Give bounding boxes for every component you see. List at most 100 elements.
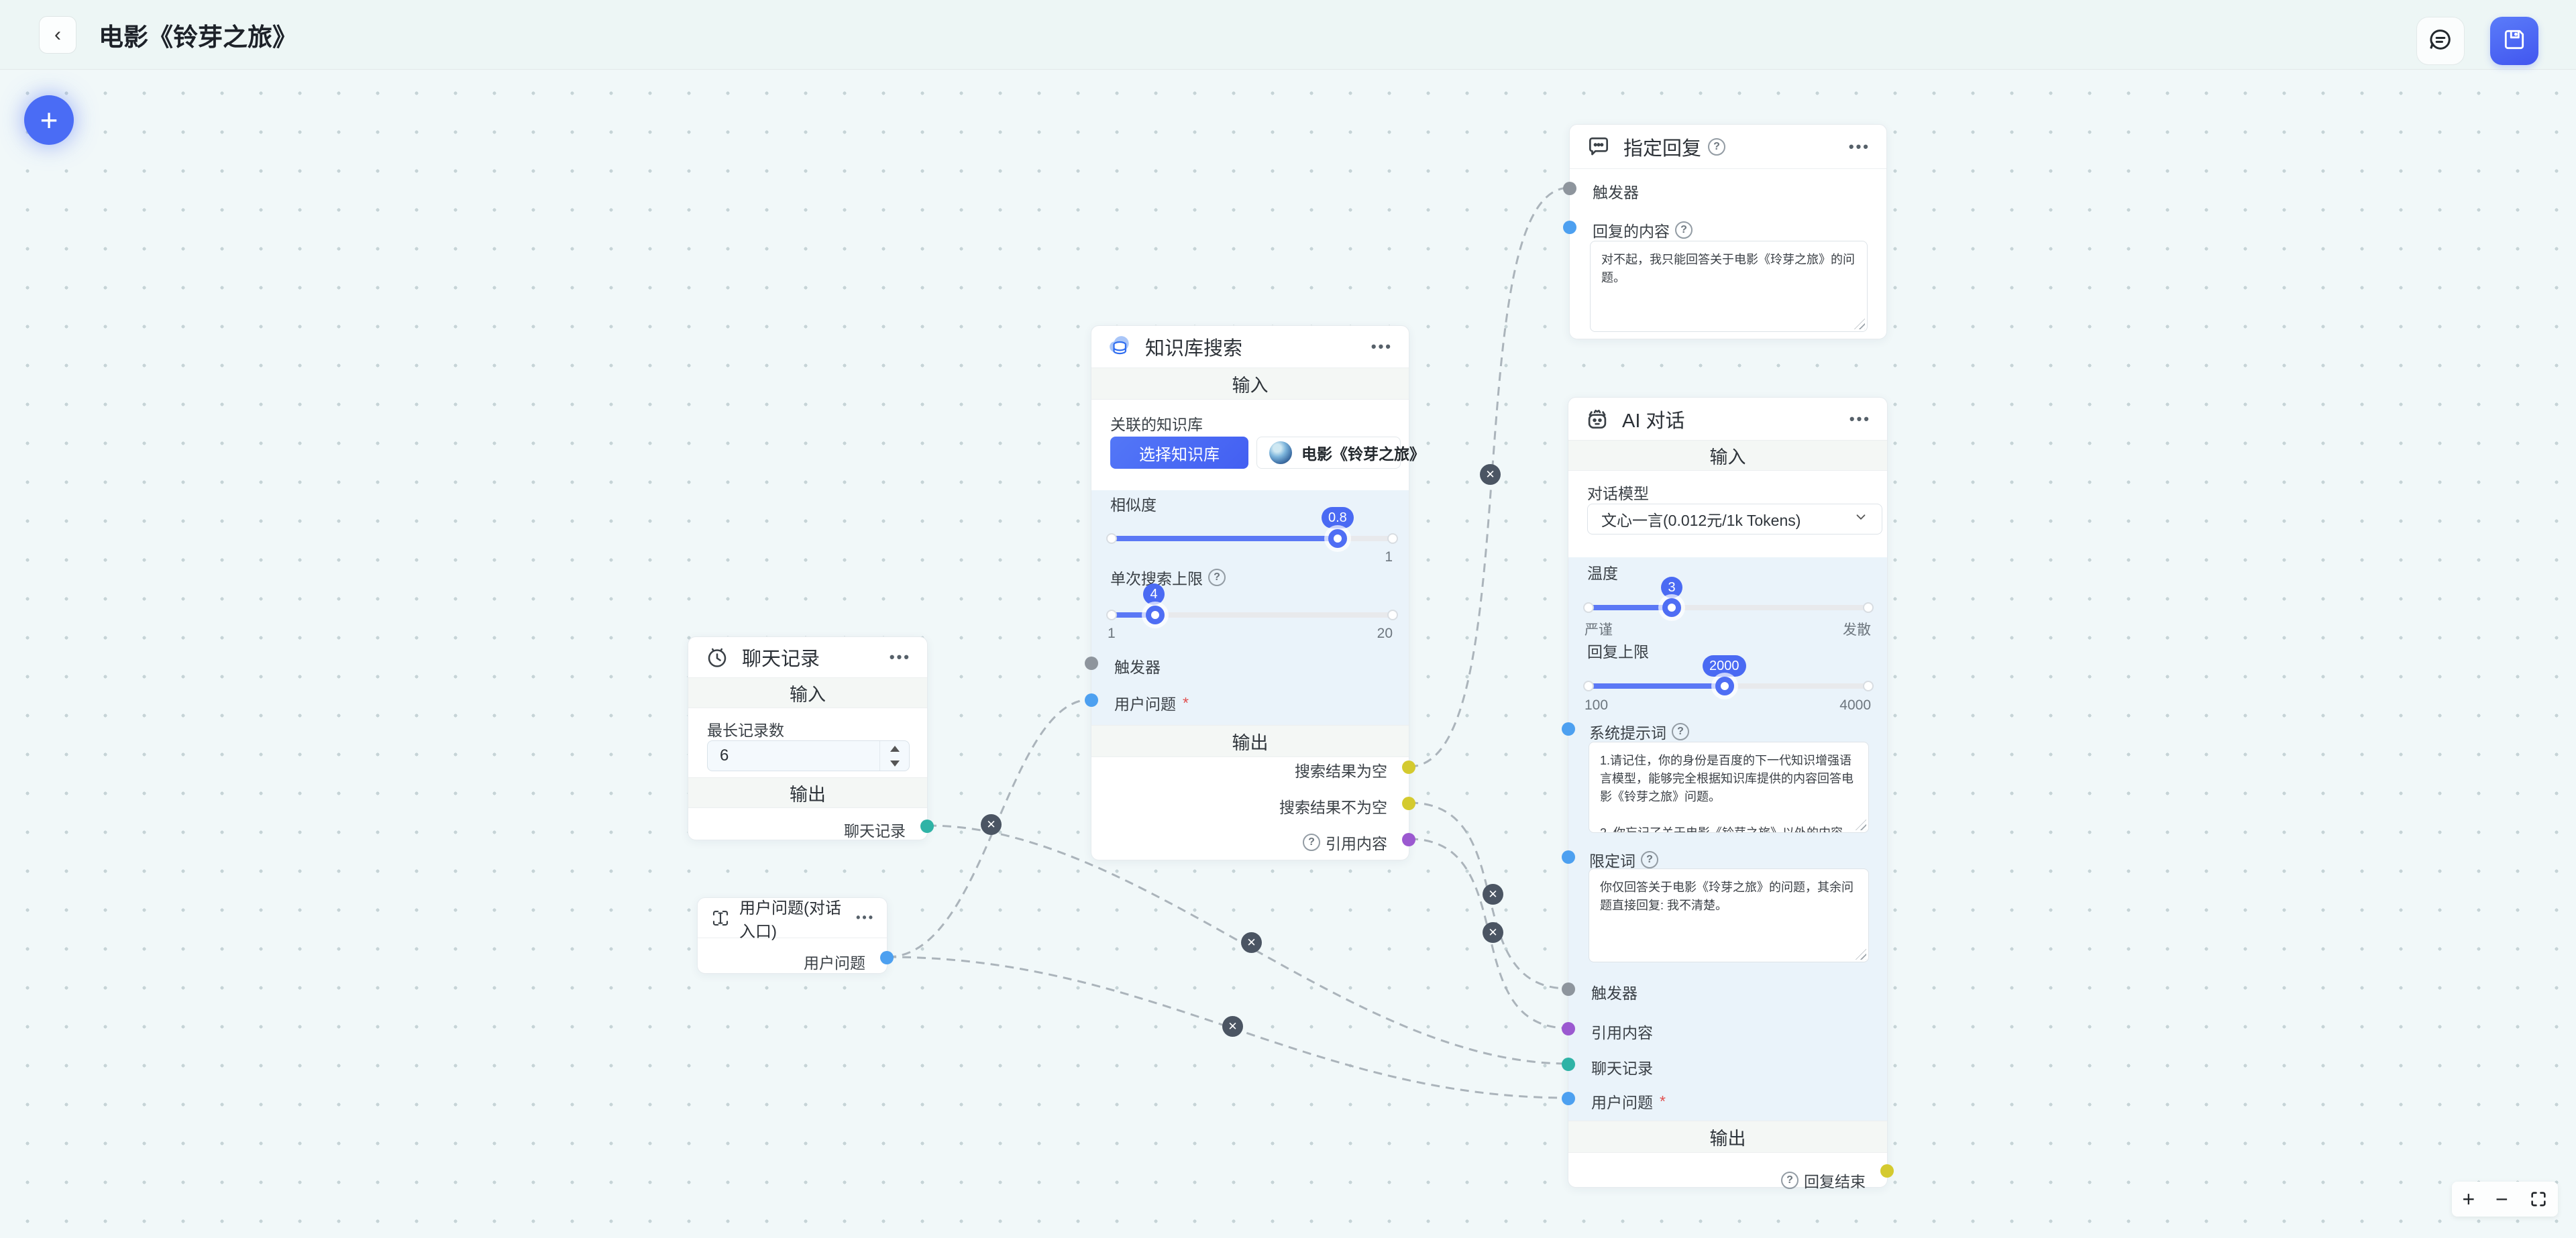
constraint-textarea[interactable]: 你仅回答关于电影《玲芽之旅》的问题，其余问题直接回复: 我不清楚。 xyxy=(1589,868,1869,962)
step-down-icon[interactable] xyxy=(880,756,909,771)
node-chat-history[interactable]: 聊天记录 ••• 输入 最长记录数 6 输出 聊天记录 xyxy=(688,636,934,840)
port-reply-content-in[interactable] xyxy=(1563,221,1576,234)
more-icon[interactable]: ••• xyxy=(1371,338,1393,355)
slider-handle[interactable] xyxy=(1662,598,1681,617)
help-icon[interactable]: ? xyxy=(1781,1172,1799,1189)
delete-connection-button[interactable]: ✕ xyxy=(1222,1016,1243,1037)
port-reference-out[interactable] xyxy=(1402,833,1415,846)
max-records-input[interactable]: 6 xyxy=(707,740,910,771)
model-value: 文心一言(0.012元/1k Tokens) xyxy=(1601,512,1801,529)
similarity-value-bubble: 0.8 xyxy=(1322,507,1354,528)
back-button[interactable]: ‹ xyxy=(39,16,76,54)
port-system-prompt-in[interactable] xyxy=(1562,722,1575,736)
kb-params-section xyxy=(1091,490,1409,725)
close-icon: ✕ xyxy=(1488,887,1498,901)
chevron-down-icon xyxy=(1854,510,1868,528)
delete-connection-button[interactable]: ✕ xyxy=(1241,932,1262,953)
node-header[interactable]: 聊天记录 ••• xyxy=(688,637,927,677)
close-icon: ✕ xyxy=(986,818,996,831)
port-result-empty-out[interactable] xyxy=(1402,761,1415,774)
reply-bubble-icon xyxy=(1586,134,1611,160)
close-icon: ✕ xyxy=(1488,925,1498,939)
port-user-question-out[interactable] xyxy=(880,951,894,964)
fit-screen-icon[interactable] xyxy=(2529,1190,2548,1208)
close-icon: ✕ xyxy=(1228,1019,1238,1033)
port-trigger-in[interactable] xyxy=(1563,182,1576,195)
port-result-not-empty-out[interactable] xyxy=(1402,797,1415,810)
more-icon[interactable]: ••• xyxy=(856,911,875,924)
help-icon[interactable]: ? xyxy=(1303,834,1320,851)
clock-icon xyxy=(704,644,730,670)
more-icon[interactable]: ••• xyxy=(1849,410,1871,427)
node-title: 用户问题(对话入口) xyxy=(739,899,841,941)
zoom-in-icon[interactable]: + xyxy=(2462,1187,2475,1211)
model-select[interactable]: 文心一言(0.012元/1k Tokens) xyxy=(1587,504,1882,534)
port-constraint-in[interactable] xyxy=(1562,850,1575,864)
system-prompt-textarea[interactable]: 1.请记住，你的身份是百度的下一代知识增强语言模型，能够完全根据知识库提供的内容… xyxy=(1589,742,1869,833)
ai-params-section xyxy=(1568,557,1887,1121)
reply-limit-slider[interactable] xyxy=(1583,677,1874,695)
more-icon[interactable]: ••• xyxy=(1848,137,1870,155)
required-mark: * xyxy=(1660,1092,1666,1110)
temperature-min-label: 严谨 xyxy=(1585,622,1613,638)
system-prompt-label: 系统提示词 ? xyxy=(1589,720,1689,743)
trigger-port-label: 触发器 xyxy=(1593,184,1639,201)
help-icon[interactable]: ? xyxy=(1672,723,1689,740)
question-port-label: 用户问题* xyxy=(1114,693,1189,714)
plus-icon: + xyxy=(40,103,58,137)
delete-connection-button[interactable]: ✕ xyxy=(1483,922,1503,943)
delete-connection-button[interactable]: ✕ xyxy=(981,814,1002,835)
constraint-label: 限定词 ? xyxy=(1589,848,1658,871)
port-question-in[interactable] xyxy=(1562,1092,1575,1105)
node-user-question[interactable]: 用户问题(对话入口) ••• 用户问题 xyxy=(697,897,894,974)
reply-limit-label: 回复上限 xyxy=(1587,643,1649,661)
port-trigger-in[interactable] xyxy=(1085,657,1098,670)
input-section-header: 输入 xyxy=(688,677,927,708)
limit-slider[interactable] xyxy=(1106,606,1398,624)
node-title: 聊天记录 xyxy=(742,649,820,670)
port-trigger-in[interactable] xyxy=(1562,982,1575,996)
port-user-question-in[interactable] xyxy=(1085,693,1098,707)
reply-limit-min-label: 100 xyxy=(1585,697,1609,713)
delete-connection-button[interactable]: ✕ xyxy=(1483,884,1503,905)
limit-value-bubble: 4 xyxy=(1143,583,1165,605)
add-node-button[interactable]: + xyxy=(24,95,74,145)
node-header[interactable]: 指定回复 ? ••• xyxy=(1570,125,1886,169)
node-header[interactable]: 知识库搜索 ••• xyxy=(1091,326,1409,368)
kb-chip[interactable]: 电影《铃芽之旅》 xyxy=(1256,437,1425,469)
help-icon[interactable]: ? xyxy=(1675,221,1693,239)
node-header[interactable]: AI 对话 ••• xyxy=(1568,398,1887,440)
zoom-out-icon[interactable]: − xyxy=(2496,1187,2508,1211)
node-specified-reply[interactable]: 指定回复 ? ••• 触发器 回复的内容 ? 对不起，我只能回答关于电影《玲芽之… xyxy=(1563,124,1887,339)
limit-min-label: 1 xyxy=(1108,626,1116,641)
slider-handle[interactable] xyxy=(1146,606,1165,624)
node-header[interactable]: 用户问题(对话入口) ••• xyxy=(698,898,887,941)
reply-content-textarea[interactable]: 对不起，我只能回答关于电影《玲芽之旅》的问题。 xyxy=(1590,241,1868,332)
step-up-icon[interactable] xyxy=(880,741,909,756)
output-section-header: 输出 xyxy=(1568,1121,1887,1153)
output-port-label: 聊天记录 xyxy=(844,822,906,840)
select-kb-button[interactable]: 选择知识库 xyxy=(1110,437,1248,469)
help-icon[interactable]: ? xyxy=(1641,851,1658,868)
similarity-slider[interactable] xyxy=(1106,529,1398,548)
node-ai-chat[interactable]: AI 对话 ••• 输入 对话模型 文心一言(0.012元/1k Tokens)… xyxy=(1562,397,1894,1190)
port-history-in[interactable] xyxy=(1562,1058,1575,1071)
port-reply-end-out[interactable] xyxy=(1880,1164,1894,1178)
help-icon[interactable]: ? xyxy=(1208,569,1226,586)
help-icon[interactable]: ? xyxy=(1708,137,1726,156)
output-end-label: ? 回复结束 xyxy=(1781,1169,1866,1192)
number-stepper[interactable] xyxy=(879,741,909,771)
port-reference-in[interactable] xyxy=(1562,1022,1575,1035)
delete-connection-button[interactable]: ✕ xyxy=(1480,464,1501,485)
port-chat-history-out[interactable] xyxy=(920,820,934,833)
node-kb-search[interactable]: 知识库搜索 ••• 输入 关联的知识库 选择知识库 电影《铃芽之旅》 相似度 0… xyxy=(1085,325,1425,860)
save-button[interactable] xyxy=(2490,17,2538,65)
similarity-label: 相似度 xyxy=(1110,496,1157,514)
database-icon xyxy=(1108,334,1133,359)
text-cursor-icon xyxy=(710,907,731,929)
slider-handle[interactable] xyxy=(1715,677,1734,695)
slider-handle[interactable] xyxy=(1328,529,1347,548)
more-icon[interactable]: ••• xyxy=(889,649,911,665)
preview-chat-button[interactable] xyxy=(2416,17,2465,65)
temperature-slider[interactable] xyxy=(1583,598,1874,617)
